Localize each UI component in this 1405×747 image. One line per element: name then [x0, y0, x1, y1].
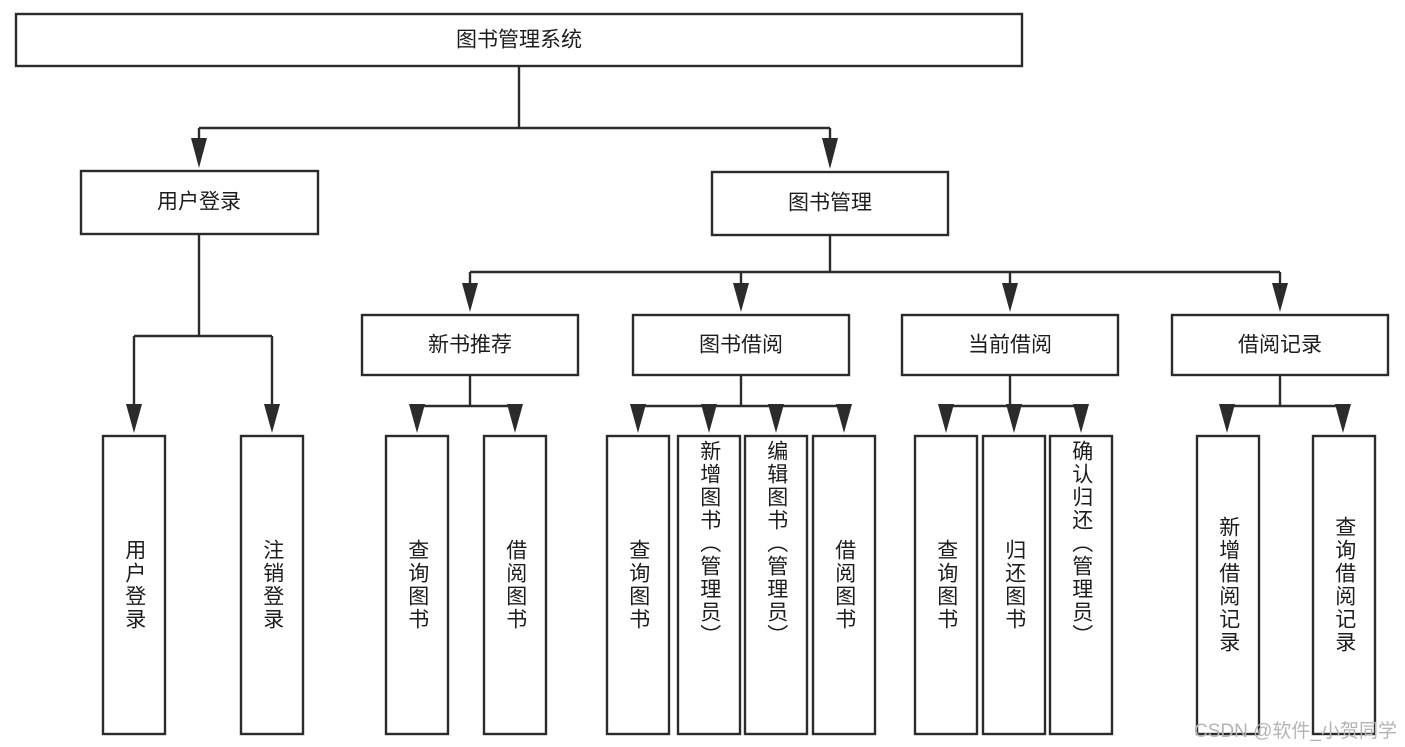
node-leaf-logout-login-box[interactable]	[239, 434, 305, 736]
node-new-book-recommend[interactable]: 新书推荐	[360, 313, 580, 377]
connector-group-new-book-recommend	[409, 375, 523, 433]
connector-group-root	[191, 66, 838, 169]
node-book-manage-box[interactable]	[710, 170, 950, 237]
arrow-head-leaf-query-borrow-record	[1335, 404, 1351, 433]
node-current-borrow[interactable]: 当前借阅	[900, 313, 1120, 377]
node-new-book-recommend-box[interactable]	[360, 313, 580, 377]
arrow-head-leaf-query-book-2	[630, 404, 646, 433]
node-borrow-record-label: 借阅记录	[1238, 334, 1322, 357]
node-user-login-box[interactable]	[79, 169, 320, 236]
connector-group-book-manage	[462, 235, 1288, 312]
arrow-head-book-borrow	[733, 283, 749, 312]
arrow-head-leaf-add-book-admin	[701, 404, 717, 433]
node-leaf-confirm-return-box[interactable]	[1048, 434, 1114, 736]
node-user-login-label: 用户登录	[157, 191, 241, 214]
node-new-book-recommend-label: 新书推荐	[428, 334, 512, 357]
arrow-head-leaf-query-book-3	[938, 404, 954, 433]
node-root-box[interactable]	[14, 12, 1024, 68]
node-book-borrow-label: 图书借阅	[699, 334, 783, 357]
node-user-login[interactable]: 用户登录	[79, 169, 320, 236]
arrow-head-user-login	[191, 138, 207, 168]
node-book-manage-label: 图书管理	[788, 192, 872, 215]
node-leaf-query-borrow-record-box[interactable]	[1311, 434, 1377, 736]
node-leaf-user-login-box[interactable]	[101, 434, 167, 736]
arrow-head-leaf-user-login	[126, 404, 142, 433]
node-leaf-return-book-box[interactable]	[981, 434, 1047, 736]
node-book-manage[interactable]: 图书管理	[710, 170, 950, 237]
watermark-text: CSDN @软件_小贺同学	[1194, 721, 1397, 742]
node-root-label: 图书管理系统	[456, 29, 582, 52]
connector-group-user-login	[126, 234, 280, 433]
node-book-borrow[interactable]: 图书借阅	[631, 313, 851, 377]
arrow-head-leaf-logout-login	[264, 404, 280, 433]
arrow-head-leaf-query-book-1	[409, 404, 425, 433]
node-current-borrow-label: 当前借阅	[968, 334, 1052, 357]
node-leaf-add-book-admin-box[interactable]	[676, 434, 742, 736]
node-root[interactable]: 图书管理系统	[14, 12, 1024, 68]
arrow-head-leaf-confirm-return	[1073, 404, 1089, 433]
arrow-head-leaf-return-book	[1006, 404, 1022, 433]
connector-group-borrow-record	[1219, 375, 1351, 433]
node-current-borrow-box[interactable]	[900, 313, 1120, 377]
arrow-head-borrow-record	[1272, 283, 1288, 312]
arrow-head-leaf-borrow-book-2	[836, 404, 852, 433]
connector-group-current-borrow	[938, 375, 1089, 433]
arrow-head-new-book-recommend	[462, 283, 478, 312]
node-borrow-record[interactable]: 借阅记录	[1170, 313, 1390, 377]
arrow-head-current-borrow	[1002, 283, 1018, 312]
node-leaf-edit-book-admin-box[interactable]	[743, 434, 809, 736]
node-leaf-query-book-1-box[interactable]	[384, 434, 450, 736]
node-book-borrow-box[interactable]	[631, 313, 851, 377]
connector-group-book-borrow	[630, 375, 852, 433]
leaf-boxes	[101, 434, 1377, 736]
node-leaf-query-book-2-box[interactable]	[605, 434, 671, 736]
node-leaf-add-borrow-record-box[interactable]	[1195, 434, 1261, 736]
arrow-head-leaf-add-borrow-record	[1219, 404, 1235, 433]
node-leaf-query-book-3-box[interactable]	[913, 434, 979, 736]
node-leaf-borrow-book-2-box[interactable]	[811, 434, 877, 736]
node-borrow-record-box[interactable]	[1170, 313, 1390, 377]
node-leaf-borrow-book-1-box[interactable]	[482, 434, 548, 736]
arrow-head-leaf-borrow-book-1	[507, 404, 523, 433]
arrow-head-book-manage	[822, 138, 838, 169]
arrow-head-leaf-edit-book-admin	[768, 404, 784, 433]
